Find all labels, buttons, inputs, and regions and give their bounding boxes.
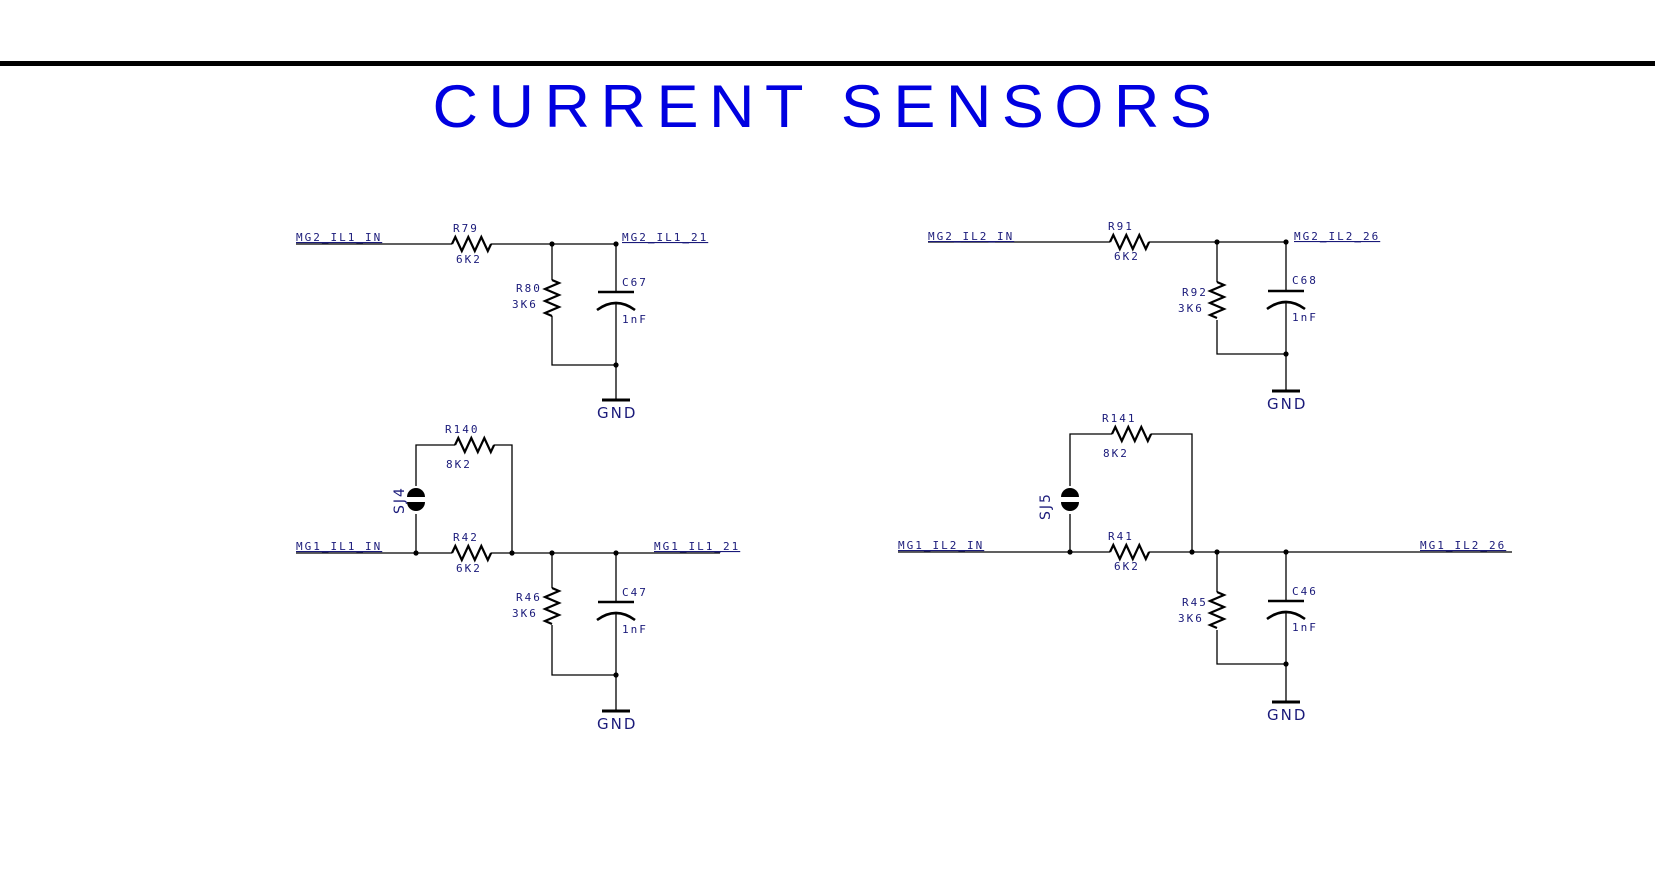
wire bbox=[1216, 242, 1287, 391]
capacitor-ref: C47 bbox=[622, 586, 648, 599]
junction-dot bbox=[1067, 549, 1073, 555]
bypass-resistor-symbol bbox=[1111, 424, 1153, 444]
shunt-resistor-value: 3K6 bbox=[512, 298, 538, 311]
series-resistor-ref: R79 bbox=[453, 222, 479, 235]
circuit-block-mg2-il2: R91 6K2 MG2_IL2_IN MG2_IL2_26 R92 3K6 C6… bbox=[928, 220, 1380, 413]
shunt-resistor-ref: R46 bbox=[516, 591, 542, 604]
capacitor-value: 1nF bbox=[622, 313, 648, 326]
wire bbox=[1069, 433, 1193, 552]
capacitor-value: 1nF bbox=[1292, 621, 1318, 634]
solder-jumper-symbol[interactable] bbox=[1060, 484, 1080, 516]
junction-dot bbox=[1283, 239, 1289, 245]
bypass-resistor-ref: R141 bbox=[1102, 412, 1137, 425]
output-net-label: MG1_IL2_26 bbox=[1420, 539, 1506, 552]
junction-dot bbox=[613, 241, 619, 247]
series-resistor-value: 6K2 bbox=[456, 253, 482, 266]
ground-label: GND bbox=[1267, 706, 1307, 724]
solder-jumper-ref: SJ4 bbox=[392, 486, 408, 514]
junction-dot bbox=[1283, 549, 1289, 555]
capacitor-plate bbox=[596, 290, 636, 312]
output-net-label: MG2_IL2_26 bbox=[1294, 230, 1380, 243]
sheet-title: CURRENT SENSORS bbox=[432, 73, 1223, 140]
junction-dot bbox=[1214, 239, 1220, 245]
capacitor-ref: C67 bbox=[622, 276, 648, 289]
shunt-resistor-symbol bbox=[1207, 590, 1227, 630]
bypass-resistor-value: 8K2 bbox=[1103, 447, 1129, 460]
capacitor-plate bbox=[1266, 289, 1306, 311]
bypass-resistor-symbol bbox=[454, 435, 496, 455]
shunt-resistor-value: 3K6 bbox=[512, 607, 538, 620]
capacitor-plate bbox=[1266, 599, 1306, 621]
input-net-label: MG2_IL1_IN bbox=[296, 231, 382, 244]
top-rule-divider bbox=[0, 61, 1655, 66]
shunt-resistor-symbol bbox=[542, 586, 562, 626]
junction-dot bbox=[1283, 661, 1289, 667]
circuit-block-mg2-il1: R79 6K2 MG2_IL1_IN MG2_IL1_21 R80 3K6 C6… bbox=[296, 222, 708, 422]
junction-dot bbox=[509, 550, 515, 556]
input-net-label: MG1_IL1_IN bbox=[296, 540, 382, 553]
circuit-block-mg1-il2: R41 6K2 MG1_IL2_IN MG1_IL2_26 R141 8K2 S… bbox=[898, 412, 1512, 724]
capacitor-value: 1nF bbox=[1292, 311, 1318, 324]
ground-label: GND bbox=[597, 404, 637, 422]
wire bbox=[415, 444, 513, 553]
ground-label: GND bbox=[597, 715, 637, 733]
series-resistor-value: 6K2 bbox=[456, 562, 482, 575]
shunt-resistor-value: 3K6 bbox=[1178, 612, 1204, 625]
junction-dot bbox=[1283, 351, 1289, 357]
series-resistor-value: 6K2 bbox=[1114, 560, 1140, 573]
wire bbox=[1216, 552, 1287, 702]
input-net-label: MG1_IL2_IN bbox=[898, 539, 984, 552]
junction-dot bbox=[1189, 549, 1195, 555]
ground-label: GND bbox=[1267, 395, 1307, 413]
junction-dot bbox=[1214, 549, 1220, 555]
series-resistor-symbol bbox=[1109, 232, 1151, 252]
shunt-resistor-symbol bbox=[542, 278, 562, 318]
capacitor-ref: C68 bbox=[1292, 274, 1318, 287]
wire bbox=[551, 244, 617, 400]
series-resistor-ref: R41 bbox=[1108, 530, 1134, 543]
wire bbox=[551, 553, 617, 711]
junction-dot bbox=[613, 550, 619, 556]
circuit-block-mg1-il1: R42 6K2 MG1_IL1_IN MG1_IL1_21 R140 8K2 S… bbox=[296, 423, 740, 733]
capacitor-plate bbox=[596, 600, 636, 622]
shunt-resistor-value: 3K6 bbox=[1178, 302, 1204, 315]
shunt-resistor-ref: R80 bbox=[516, 282, 542, 295]
junction-dot bbox=[613, 672, 619, 678]
bypass-resistor-ref: R140 bbox=[445, 423, 480, 436]
input-net-label: MG2_IL2_IN bbox=[928, 230, 1014, 243]
output-net-label: MG2_IL1_21 bbox=[622, 231, 708, 244]
solder-jumper-symbol[interactable] bbox=[406, 484, 426, 516]
shunt-resistor-symbol bbox=[1207, 280, 1227, 320]
junction-dot bbox=[613, 362, 619, 368]
shunt-resistor-ref: R92 bbox=[1182, 286, 1208, 299]
series-resistor-ref: R42 bbox=[453, 531, 479, 544]
series-resistor-symbol bbox=[451, 543, 493, 563]
junction-dot bbox=[549, 241, 555, 247]
shunt-resistor-ref: R45 bbox=[1182, 596, 1208, 609]
capacitor-value: 1nF bbox=[622, 623, 648, 636]
junction-dot bbox=[549, 550, 555, 556]
output-net-label: MG1_IL1_21 bbox=[654, 540, 740, 553]
series-resistor-ref: R91 bbox=[1108, 220, 1134, 233]
series-resistor-symbol bbox=[451, 234, 493, 254]
capacitor-ref: C46 bbox=[1292, 585, 1318, 598]
series-resistor-symbol bbox=[1109, 542, 1151, 562]
junction-dot bbox=[413, 550, 419, 556]
solder-jumper-ref: SJ5 bbox=[1038, 492, 1054, 520]
bypass-resistor-value: 8K2 bbox=[446, 458, 472, 471]
series-resistor-value: 6K2 bbox=[1114, 250, 1140, 263]
